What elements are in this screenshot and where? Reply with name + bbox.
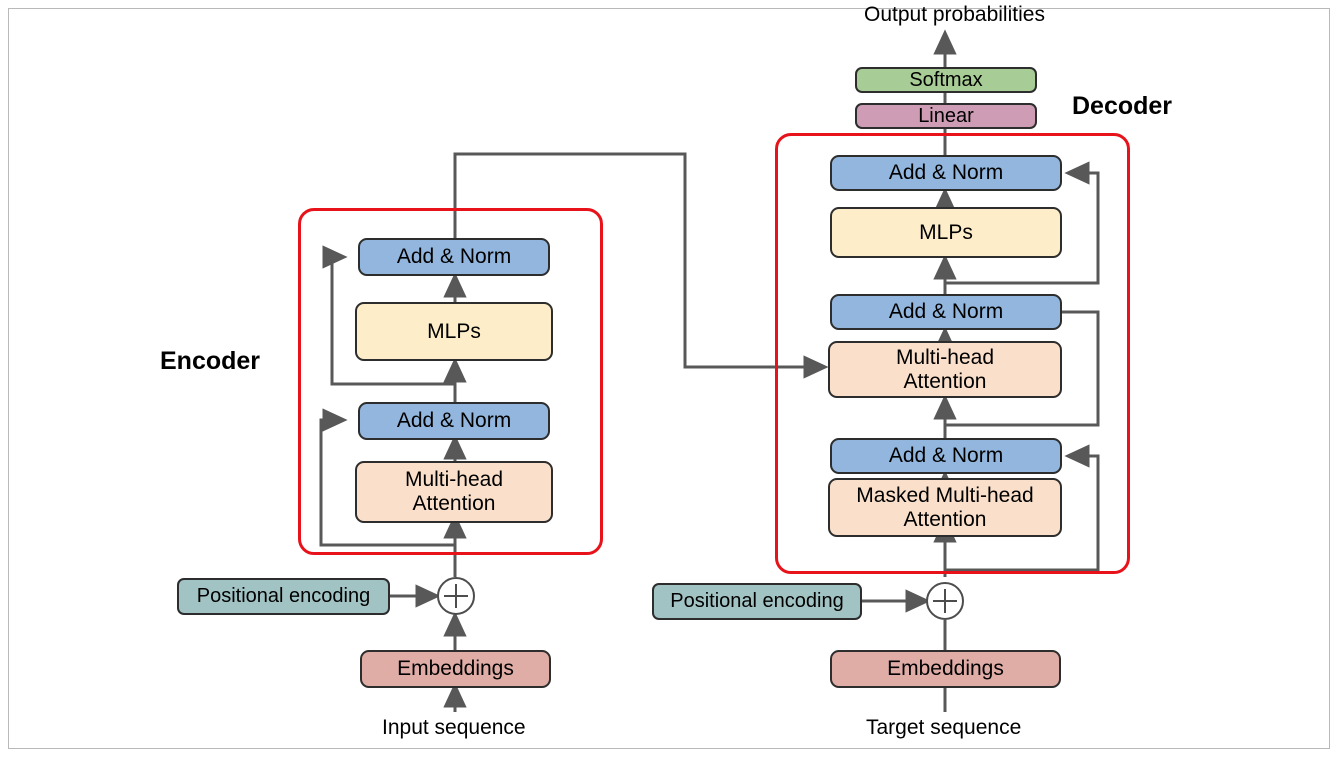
- encoder-multi-head-attention[interactable]: Multi-head Attention: [355, 461, 553, 523]
- encoder-add-operator: [437, 577, 475, 615]
- decoder-positional-encoding[interactable]: Positional encoding: [652, 583, 862, 620]
- encoder-mlps[interactable]: MLPs: [355, 302, 553, 361]
- encoder-add-norm-1[interactable]: Add & Norm: [358, 402, 550, 440]
- encoder-label: Encoder: [160, 347, 261, 375]
- decoder-mlps[interactable]: MLPs: [830, 207, 1062, 258]
- decoder-embeddings[interactable]: Embeddings: [830, 650, 1061, 688]
- encoder-embeddings[interactable]: Embeddings: [360, 650, 551, 688]
- decoder-add-norm-2[interactable]: Add & Norm: [830, 294, 1062, 330]
- decoder-add-norm-1[interactable]: Add & Norm: [830, 438, 1062, 474]
- output-probabilities-label: Output probabilities: [864, 3, 1045, 26]
- encoder-add-norm-2[interactable]: Add & Norm: [358, 238, 550, 276]
- encoder-positional-encoding[interactable]: Positional encoding: [177, 578, 390, 615]
- encoder-group-outline: [298, 208, 603, 555]
- decoder-linear[interactable]: Linear: [855, 103, 1037, 129]
- decoder-add-operator: [926, 582, 964, 620]
- decoder-cross-attention[interactable]: Multi-head Attention: [828, 341, 1062, 398]
- decoder-softmax[interactable]: Softmax: [855, 67, 1037, 93]
- decoder-label: Decoder: [1072, 92, 1173, 120]
- decoder-masked-attention[interactable]: Masked Multi-head Attention: [828, 478, 1062, 537]
- decoder-add-norm-3[interactable]: Add & Norm: [830, 155, 1062, 191]
- diagram-frame: [8, 8, 1330, 749]
- target-sequence-caption: Target sequence: [866, 716, 1022, 739]
- input-sequence-caption: Input sequence: [382, 716, 526, 739]
